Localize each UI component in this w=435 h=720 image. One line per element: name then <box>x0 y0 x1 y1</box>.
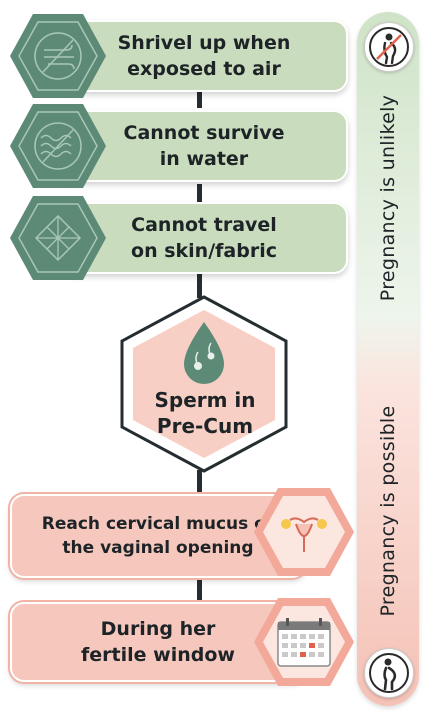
center-title-line: Sperm in <box>154 388 256 412</box>
connector-line <box>197 580 202 602</box>
center-title-line: Pre-Cum <box>156 414 254 438</box>
no-pregnancy-icon <box>364 22 414 72</box>
calendar-icon <box>254 598 354 686</box>
item-text-line: During her <box>100 618 216 640</box>
pregnancy-unlikely-label: Pregnancy is unlikely <box>377 94 399 302</box>
connector-line <box>197 184 202 202</box>
item-text-line: Cannot survive <box>123 122 285 144</box>
item-text-line: the vaginal opening <box>62 538 254 558</box>
item-text-line: exposed to air <box>127 58 281 80</box>
sperm-drop-icon <box>184 322 224 384</box>
pregnancy-possible-label: Pregnancy is possible <box>377 405 399 617</box>
item-text-line: Shrivel up when <box>117 32 291 54</box>
pregnant-woman-icon <box>364 648 414 698</box>
fabric-crossed-icon <box>10 196 106 280</box>
connector-line <box>197 90 202 108</box>
uterus-icon <box>254 488 354 576</box>
wind-crossed-icon <box>10 14 106 98</box>
connector-line <box>197 270 202 298</box>
top-item-card: Cannot survive in water <box>60 110 348 182</box>
center-hexagon <box>120 295 288 473</box>
top-item-card: Shrivel up when exposed to air <box>60 20 348 92</box>
item-text-line: Cannot travel <box>131 214 277 236</box>
top-item-card: Cannot travel on skin/fabric <box>60 202 348 274</box>
connector-line <box>197 470 202 496</box>
item-text-line: on skin/fabric <box>131 240 277 262</box>
water-waves-crossed-icon <box>10 104 106 188</box>
item-text-line: in water <box>159 148 249 170</box>
center-title: Sperm in Pre-Cum <box>125 387 285 439</box>
item-text-line: fertile window <box>81 644 235 666</box>
item-text-line: Reach cervical mucus or <box>41 514 275 534</box>
pregnancy-likelihood-bar <box>357 12 419 706</box>
